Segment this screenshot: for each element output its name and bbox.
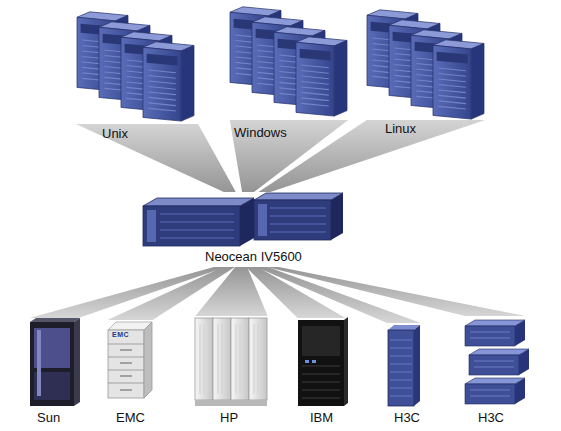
unit-side xyxy=(515,378,525,404)
connector-band xyxy=(259,120,486,192)
node-label: Neocean IV5600 xyxy=(205,249,302,264)
cabinet-lines xyxy=(302,366,340,398)
appliance-bezel xyxy=(258,204,267,236)
storage-array: HP xyxy=(193,316,270,406)
cabinet-side xyxy=(344,317,348,406)
server-tower xyxy=(296,37,347,116)
cabinet-slats xyxy=(200,324,258,394)
appliance-top xyxy=(143,198,254,206)
unit-top xyxy=(469,349,529,355)
cabinet-side xyxy=(74,318,80,406)
storage-array: EMCEMC xyxy=(106,320,154,400)
unit-side xyxy=(519,349,529,375)
cabinet-side xyxy=(144,322,152,398)
cabinet-front xyxy=(108,330,144,398)
unit-front xyxy=(469,355,519,375)
rack-side xyxy=(414,325,420,406)
unit-top xyxy=(465,320,525,326)
unit-side xyxy=(515,320,525,346)
node-label: IBM xyxy=(310,410,333,425)
node-label: Sun xyxy=(37,410,60,425)
storage-array: H3C xyxy=(386,323,422,407)
node-label: Windows xyxy=(234,125,287,140)
status-light xyxy=(305,360,309,363)
server-group: Linux xyxy=(363,6,489,120)
appliance-front xyxy=(143,206,240,246)
server-group: Unix xyxy=(72,8,202,124)
node-label: HP xyxy=(220,410,238,425)
appliance-top xyxy=(254,193,343,200)
connector-band xyxy=(259,120,486,192)
server-tower xyxy=(143,42,194,121)
unit-grille xyxy=(470,332,514,396)
brand-logo: EMC xyxy=(112,331,129,339)
cabinet-base xyxy=(195,400,267,406)
unit-front xyxy=(465,384,515,404)
appliance-side xyxy=(240,198,254,246)
unit-front xyxy=(465,326,515,346)
connector-band xyxy=(267,267,525,316)
connector-band xyxy=(267,267,525,316)
node-label: Unix xyxy=(102,126,128,141)
appliance-front xyxy=(254,200,331,240)
node-label: Linux xyxy=(385,121,416,136)
server-tower xyxy=(433,40,484,119)
connector-band xyxy=(76,124,236,192)
appliance-side xyxy=(331,193,343,240)
rack-lines xyxy=(390,340,412,396)
status-light xyxy=(312,360,316,363)
cabinet-front xyxy=(298,320,344,406)
cabinet-front xyxy=(30,322,74,406)
storage-array: IBM xyxy=(296,318,347,406)
storage-array: H3C xyxy=(463,316,527,406)
appliance-bezel xyxy=(147,210,156,242)
appliance-vents xyxy=(270,208,326,232)
rack-front xyxy=(388,330,414,406)
node-label: H3C xyxy=(394,410,420,425)
connector-band xyxy=(76,124,236,192)
drawer-handles xyxy=(120,350,132,390)
connector-band xyxy=(30,267,226,318)
server-group: Windows xyxy=(226,4,352,120)
node-label: EMC xyxy=(116,410,145,425)
appliance-vents xyxy=(160,214,234,238)
virtualization-appliance: Neocean IV5600 xyxy=(140,192,345,267)
cabinet-panel xyxy=(302,326,340,356)
node-label: H3C xyxy=(478,410,504,425)
unit-top xyxy=(465,378,525,384)
connector-band xyxy=(30,267,226,318)
cabinet-top xyxy=(30,318,80,322)
cabinet-stripe xyxy=(37,330,41,396)
storage-array: Sun xyxy=(28,318,80,406)
